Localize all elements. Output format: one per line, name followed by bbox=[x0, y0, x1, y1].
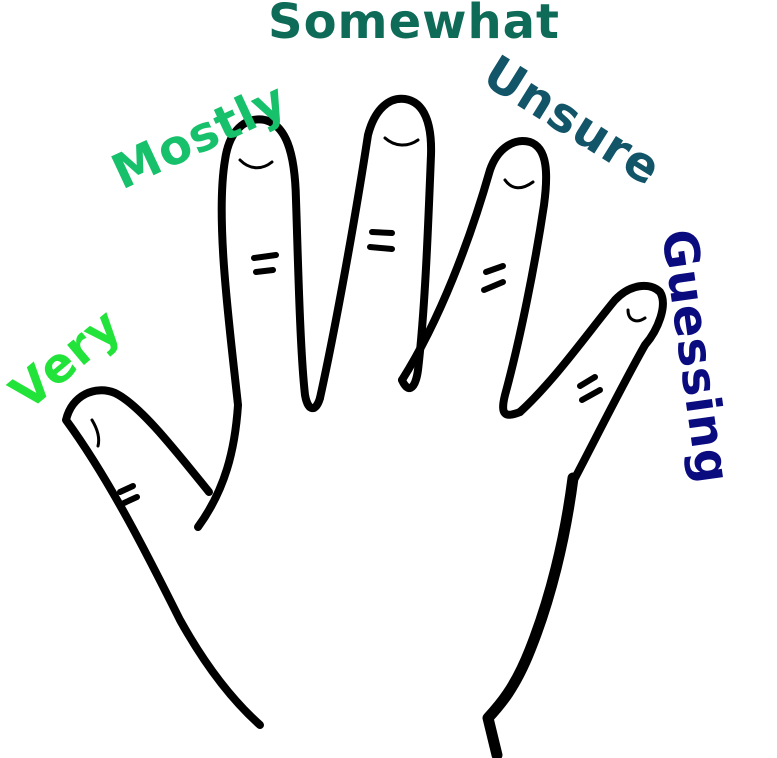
pinky-nail bbox=[626, 308, 647, 323]
pinky-finger-outline bbox=[516, 281, 667, 482]
middle-finger-outline bbox=[316, 94, 436, 402]
hand-outline bbox=[62, 94, 667, 758]
pinky-crease-1 bbox=[577, 374, 598, 389]
palm-right-edge bbox=[482, 472, 579, 758]
index-crease-2 bbox=[253, 267, 276, 275]
thumb-nail bbox=[90, 418, 101, 448]
index-finger-outline bbox=[194, 115, 324, 531]
label-middle-somewhat: Somewhat bbox=[268, 0, 560, 50]
label-index-mostly: Mostly bbox=[103, 72, 295, 201]
thumb-crease-2 bbox=[121, 494, 140, 506]
thumb-crease-1 bbox=[117, 483, 136, 495]
thumb-outline bbox=[62, 386, 264, 729]
label-thumb-very: Very bbox=[0, 297, 132, 421]
index-nail bbox=[238, 158, 274, 170]
ring-nail bbox=[503, 178, 535, 190]
index-crease-1 bbox=[251, 252, 279, 261]
ring-crease-2 bbox=[481, 279, 506, 293]
middle-crease-2 bbox=[367, 244, 395, 252]
middle-crease-1 bbox=[369, 229, 395, 236]
knuckle-creases bbox=[117, 229, 603, 506]
middle-nail bbox=[383, 136, 420, 147]
label-ring-unsure: Unsure bbox=[474, 45, 672, 197]
label-pinky-guessing: Guessing bbox=[650, 226, 741, 488]
ring-finger-outline bbox=[398, 137, 551, 419]
fingernails bbox=[90, 136, 647, 448]
pinky-crease-2 bbox=[579, 387, 603, 403]
ring-crease-1 bbox=[483, 263, 506, 275]
